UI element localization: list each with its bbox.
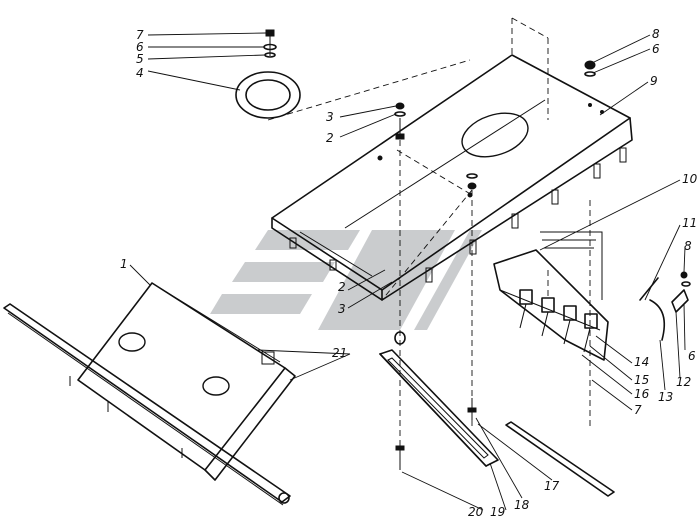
callout-13: 13 <box>658 390 673 404</box>
cover-top-opening <box>461 112 529 158</box>
side-clamp-assembly-part-10 <box>493 231 609 361</box>
callout-6-side: 6 <box>688 349 696 363</box>
main-cover-part-9 <box>271 54 633 301</box>
callout-19: 19 <box>490 505 505 519</box>
callout-1: 1 <box>120 257 128 271</box>
callout-17: 17 <box>544 479 560 493</box>
pin-part-11 <box>639 277 659 301</box>
stud-mid <box>394 331 406 345</box>
callout-3-top: 3 <box>326 110 334 124</box>
assembly-center-lines <box>267 17 591 470</box>
callout-15: 15 <box>634 373 649 387</box>
callout-20: 20 <box>468 505 484 519</box>
guide-rail-right <box>505 421 615 497</box>
ring-part-4 <box>235 71 301 119</box>
lower-cover-hole-right <box>202 376 230 396</box>
callout-6-top: 6 <box>136 40 144 54</box>
callout-labels: 7 6 5 4 3 2 8 6 9 10 11 8 6 12 13 14 15 … <box>120 27 698 519</box>
callout-21: 21 <box>332 346 347 360</box>
callout-10: 10 <box>682 172 698 186</box>
callout-4: 4 <box>136 66 144 80</box>
guide-rail-left <box>3 303 291 506</box>
callout-7-side: 7 <box>634 403 642 417</box>
bolt-stack-top <box>263 29 277 58</box>
callout-14: 14 <box>634 355 649 369</box>
leader-lines <box>129 32 686 511</box>
watermark-logo <box>210 230 482 330</box>
spring-clip-part-13 <box>649 299 666 341</box>
screw-center <box>467 398 477 420</box>
callout-8-side: 8 <box>684 239 692 253</box>
callout-18: 18 <box>514 498 530 512</box>
callout-8-top: 8 <box>652 27 660 41</box>
callout-7-top: 7 <box>136 28 144 42</box>
nut-stack-center <box>466 173 478 190</box>
callout-9: 9 <box>650 74 658 88</box>
callout-6-right: 6 <box>652 42 660 56</box>
lower-cover-hole-left <box>118 332 146 352</box>
callout-11: 11 <box>682 216 697 230</box>
callout-5: 5 <box>136 52 144 66</box>
callout-2-mid: 2 <box>338 280 346 294</box>
callout-12: 12 <box>676 375 691 389</box>
screw-lower <box>395 445 405 470</box>
nut-stack-right <box>584 60 596 77</box>
gasket-frame <box>379 349 499 467</box>
callout-16: 16 <box>634 387 650 401</box>
bolt-stack-middle <box>394 102 406 140</box>
callout-3-mid: 3 <box>338 302 346 316</box>
callout-2-top: 2 <box>326 131 334 145</box>
bracket-part-12 <box>671 271 691 313</box>
